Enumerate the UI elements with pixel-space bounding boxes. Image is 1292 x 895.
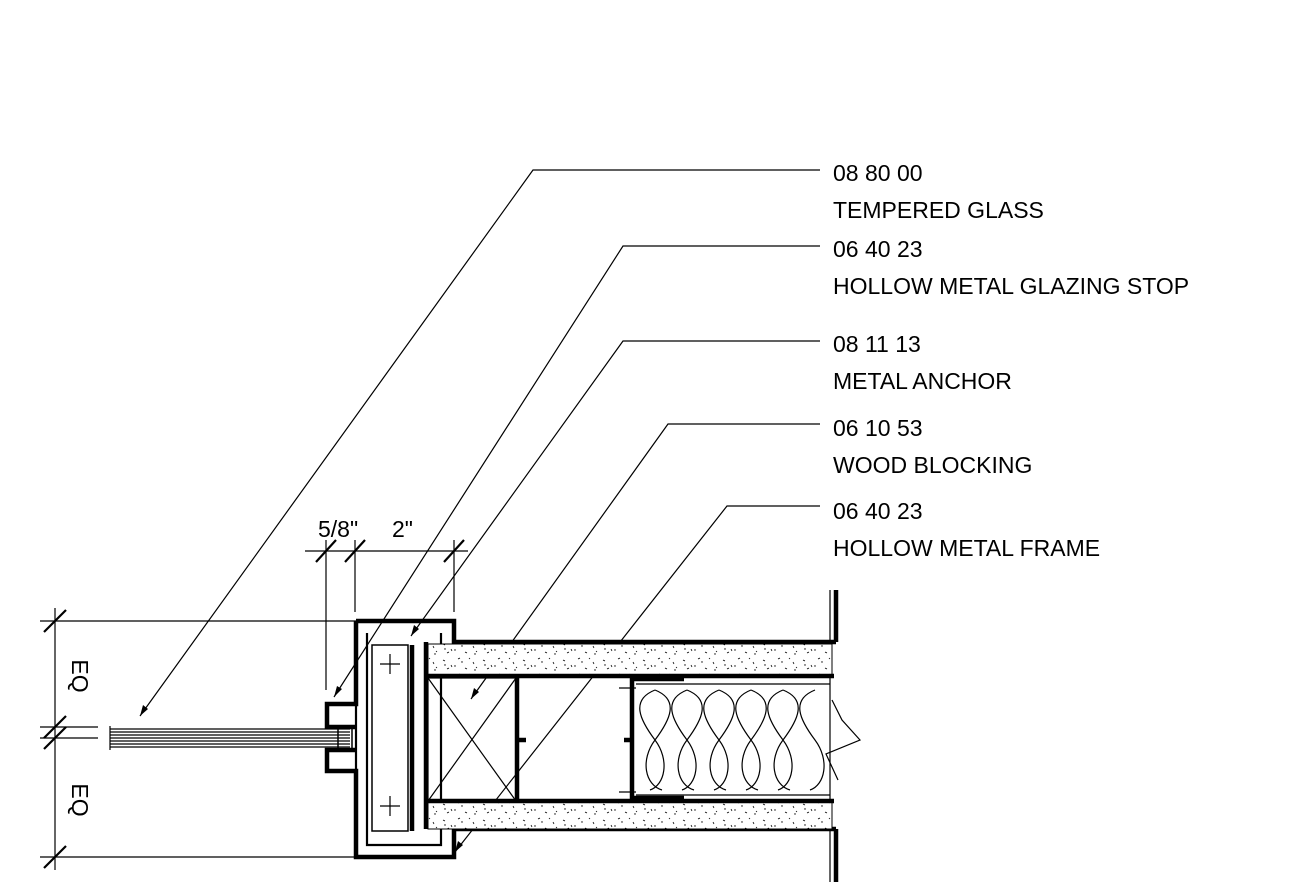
dim-glass-offset: 5/8" xyxy=(318,516,358,542)
break-line xyxy=(825,699,872,781)
arrowhead-icon xyxy=(140,705,148,716)
dim-lower-eq: EQ xyxy=(67,783,93,816)
tempered-glass xyxy=(109,726,353,752)
metal-studs xyxy=(514,676,684,801)
leader-tempered-glass xyxy=(139,169,820,717)
callout-code-glazing-stop: 06 40 23 xyxy=(833,236,923,262)
arrowhead-icon xyxy=(411,625,419,636)
callout-name-frame: HOLLOW METAL FRAME xyxy=(833,535,1100,561)
callout-code-blocking: 06 10 53 xyxy=(833,415,923,441)
arrowhead-icon xyxy=(334,686,342,697)
callout-code-frame: 06 40 23 xyxy=(833,498,923,524)
callout-name-glass: TEMPERED GLASS xyxy=(833,197,1044,223)
batt-insulation xyxy=(619,683,830,796)
arrowhead-icon xyxy=(471,688,479,699)
callout-labels: 08 80 00 TEMPERED GLASS 06 40 23 HOLLOW … xyxy=(833,160,1189,561)
metal-anchor xyxy=(371,644,415,832)
leader-lines xyxy=(139,169,820,853)
callout-code-glass: 08 80 00 xyxy=(833,160,923,186)
callout-name-glazing-stop: HOLLOW METAL GLAZING STOP xyxy=(833,273,1189,299)
leader-metal-anchor xyxy=(410,340,820,637)
leader-hollow-metal-frame xyxy=(454,505,820,853)
callout-name-blocking: WOOD BLOCKING xyxy=(833,452,1032,478)
callout-name-anchor: METAL ANCHOR xyxy=(833,368,1012,394)
leader-wood-blocking xyxy=(470,423,820,700)
callout-code-anchor: 08 11 13 xyxy=(833,331,921,357)
arrowhead-icon xyxy=(455,841,463,852)
hollow-metal-frame xyxy=(324,590,839,882)
dim-upper-eq: EQ xyxy=(67,659,93,692)
top-dimension: 5/8" 2" xyxy=(305,516,468,690)
leader-glazing-stop xyxy=(333,245,820,698)
left-dimension: EQ EQ xyxy=(40,608,356,870)
dim-frame-depth: 2" xyxy=(392,516,413,542)
